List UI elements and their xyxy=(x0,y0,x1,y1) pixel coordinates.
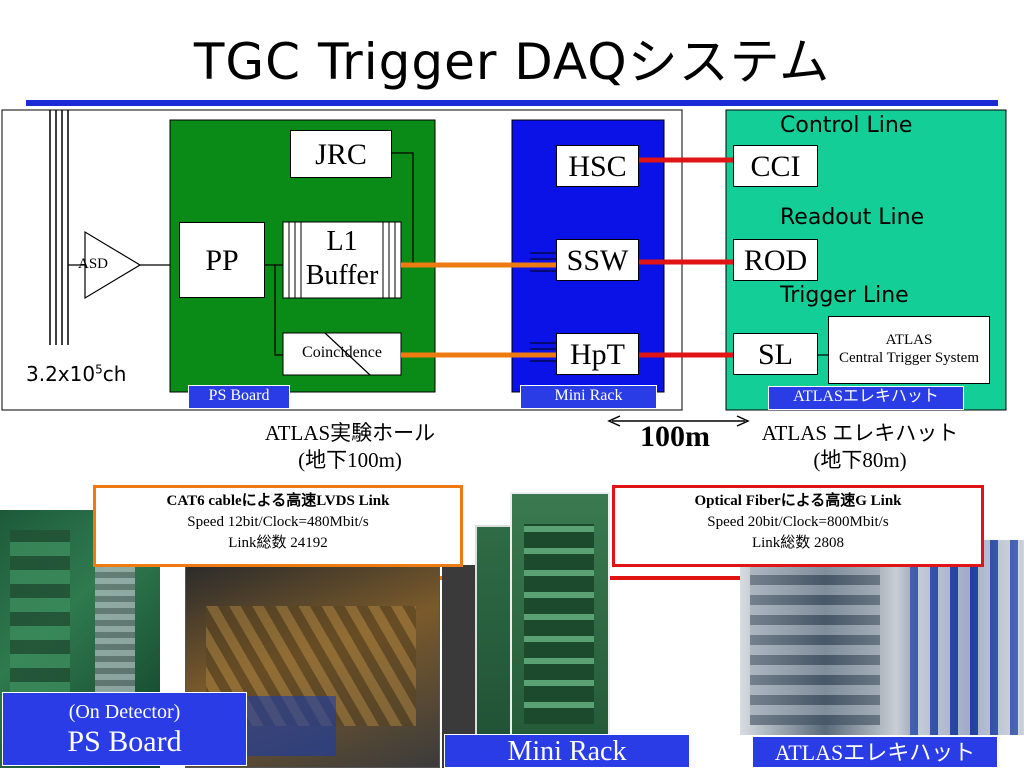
channel-count: 3.2x105ch xyxy=(26,362,127,386)
ps-board-photo-caption: (On Detector) PS Board xyxy=(2,692,247,766)
title-underline xyxy=(26,100,998,106)
readout-line-label: Readout Line xyxy=(780,205,925,230)
hut-location-label: ATLAS エレキハット(地下80m) xyxy=(761,421,959,472)
elec-hut-photo-caption: ATLASエレキハット xyxy=(752,736,998,768)
ps-board-tag: PS Board xyxy=(188,385,290,409)
jrc-box: JRC xyxy=(290,130,392,178)
mini-rack-tag: Mini Rack xyxy=(520,385,657,409)
coincidence-label: Coincidence xyxy=(302,344,382,361)
trigger-line-label: Trigger Line xyxy=(780,283,909,308)
mini-rack-photo-caption: Mini Rack xyxy=(444,734,690,768)
pp-box: PP xyxy=(179,222,265,298)
sl-box: SL xyxy=(733,333,818,375)
detector-wires xyxy=(49,110,69,345)
asd-label: ASD xyxy=(78,256,109,272)
l1-buffer-stripes xyxy=(282,221,402,299)
elec-hut-photo xyxy=(740,540,1024,735)
mini-rack-photo-front xyxy=(510,492,610,752)
rod-box: ROD xyxy=(733,239,818,281)
hpt-box: HpT xyxy=(556,333,639,375)
control-line-label: Control Line xyxy=(780,113,913,138)
hall-location-label: ATLAS実験ホール(地下100m) xyxy=(264,421,436,472)
distance-label: 100m xyxy=(640,420,710,453)
jrc-connections xyxy=(265,152,414,356)
lvds-link-caption: CAT6 cableによる高速LVDS Link Speed 12bit/Clo… xyxy=(93,485,463,567)
hsc-box: HSC xyxy=(556,145,639,187)
distance-arrow xyxy=(607,415,750,427)
cci-box: CCI xyxy=(733,145,818,187)
page-title: TGC Trigger DAQシステム xyxy=(193,33,831,91)
ssw-box: SSW xyxy=(556,239,639,281)
elec-hut-tag: ATLASエレキハット xyxy=(768,386,964,410)
optical-link-caption: Optical Fiberによる高速G Link Speed 20bit/Clo… xyxy=(612,485,984,567)
